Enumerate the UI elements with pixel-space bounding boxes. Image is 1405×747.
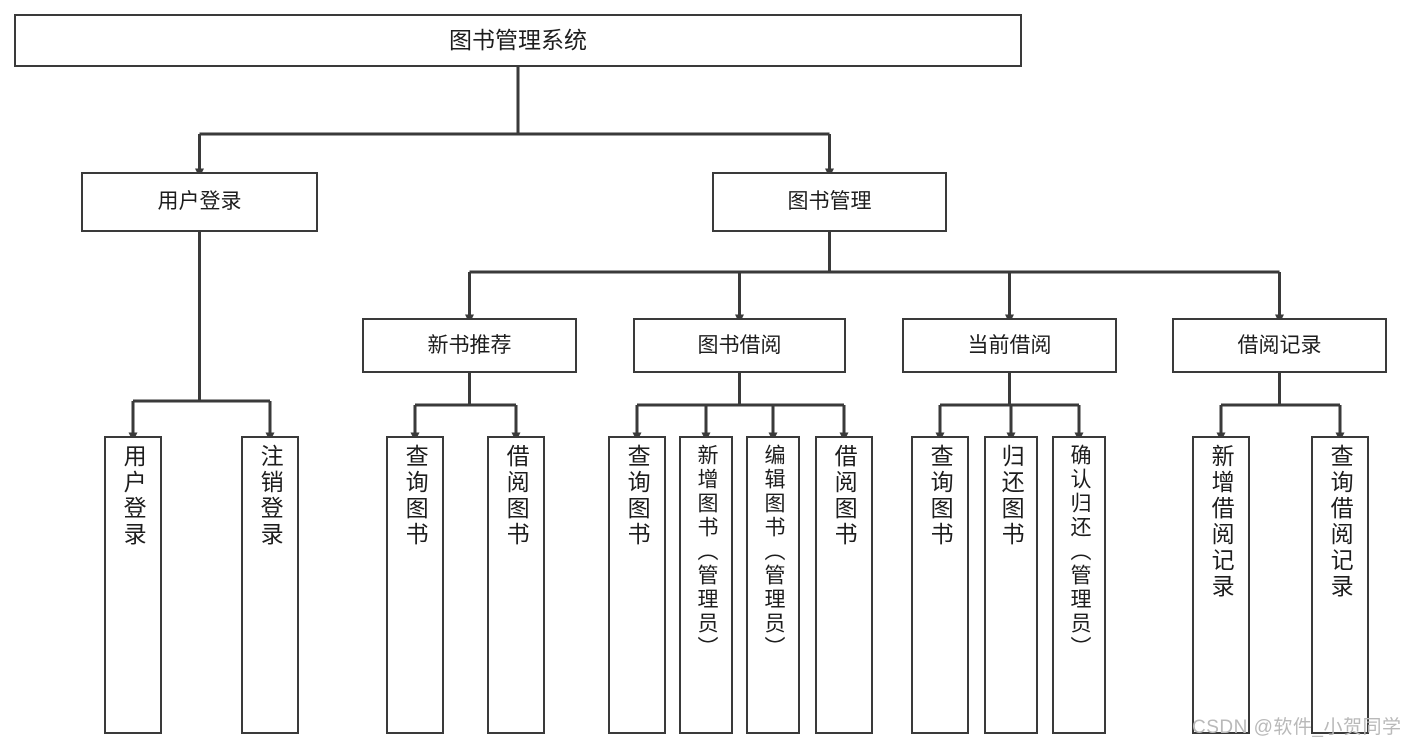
node-label: 当前借阅	[967, 333, 1052, 357]
node-leaf-query-book-borrow[interactable]: 查询图书	[608, 436, 666, 734]
node-leaf-user-logout[interactable]: 注销登录	[241, 436, 299, 734]
node-leaf-borrow-book[interactable]: 借阅图书	[815, 436, 873, 734]
node-label: 确认归还（管理员）	[1068, 444, 1092, 660]
node-label: 编辑图书（管理员）	[762, 444, 786, 660]
node-label: 用户登录	[120, 444, 147, 548]
node-user-login[interactable]: 用户登录	[81, 172, 318, 232]
node-label: 借阅记录	[1237, 333, 1322, 357]
node-root[interactable]: 图书管理系统	[14, 14, 1022, 67]
node-borrow-record[interactable]: 借阅记录	[1172, 318, 1387, 373]
node-label: 图书借阅	[697, 333, 782, 357]
node-leaf-query-book-rec[interactable]: 查询图书	[386, 436, 444, 734]
node-book-borrow[interactable]: 图书借阅	[633, 318, 846, 373]
node-leaf-add-borrow-record[interactable]: 新增借阅记录	[1192, 436, 1250, 734]
node-leaf-user-login[interactable]: 用户登录	[104, 436, 162, 734]
node-label: 查询图书	[927, 444, 954, 548]
node-leaf-query-borrow-record[interactable]: 查询借阅记录	[1311, 436, 1369, 734]
node-label: 借阅图书	[831, 444, 858, 548]
node-label: 用户登录	[157, 190, 242, 214]
node-leaf-return-book[interactable]: 归还图书	[984, 436, 1038, 734]
node-label: 查询借阅记录	[1327, 444, 1354, 600]
node-leaf-borrow-book-rec[interactable]: 借阅图书	[487, 436, 545, 734]
node-label: 借阅图书	[503, 444, 530, 548]
node-label: 归还图书	[998, 444, 1025, 548]
node-new-book-rec[interactable]: 新书推荐	[362, 318, 577, 373]
node-leaf-confirm-return-admin[interactable]: 确认归还（管理员）	[1052, 436, 1106, 734]
node-leaf-add-book-admin[interactable]: 新增图书（管理员）	[679, 436, 733, 734]
node-leaf-edit-book-admin[interactable]: 编辑图书（管理员）	[746, 436, 800, 734]
node-label: 注销登录	[257, 444, 284, 548]
node-label: 图书管理	[787, 190, 872, 214]
node-leaf-query-book-current[interactable]: 查询图书	[911, 436, 969, 734]
node-label: 新书推荐	[427, 333, 512, 357]
node-label: 查询图书	[402, 444, 429, 548]
node-book-manage[interactable]: 图书管理	[712, 172, 947, 232]
node-label: 图书管理系统	[449, 26, 587, 53]
node-label: 查询图书	[624, 444, 651, 548]
edge-paths	[128, 67, 1345, 442]
node-current-borrow[interactable]: 当前借阅	[902, 318, 1117, 373]
node-label: 新增图书（管理员）	[695, 444, 719, 660]
node-label: 新增借阅记录	[1208, 444, 1235, 600]
watermark-label: CSDN @软件_小贺同学	[1192, 717, 1402, 738]
